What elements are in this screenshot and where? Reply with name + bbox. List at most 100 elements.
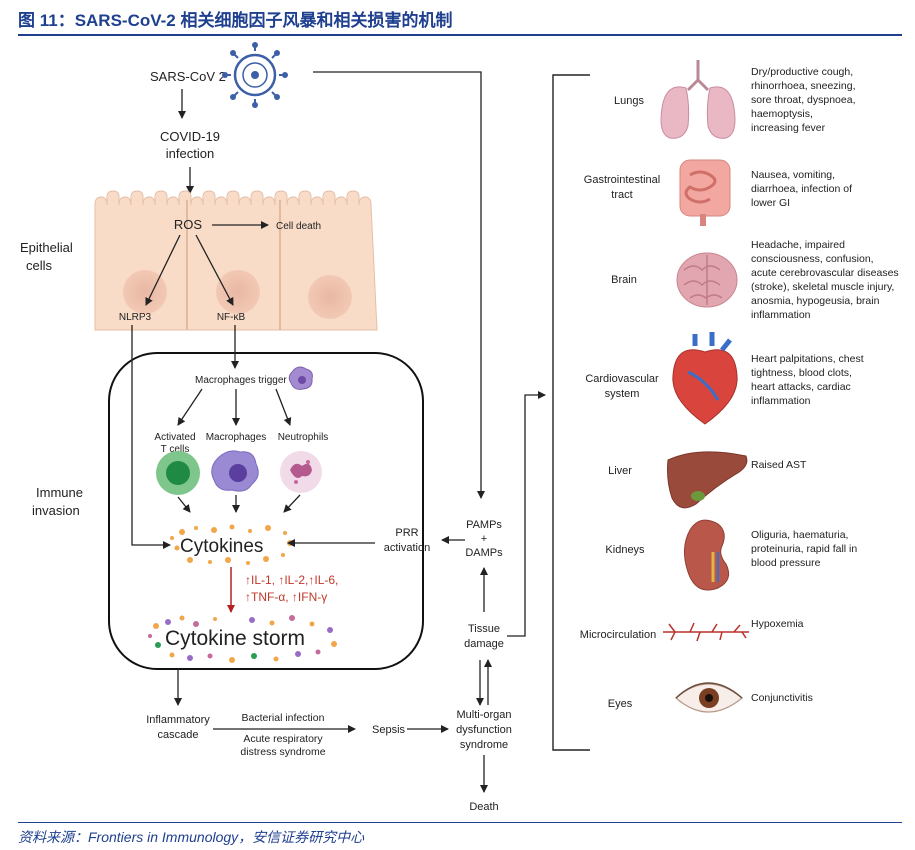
- prr-label-1: PRR: [395, 527, 418, 539]
- svg-text:heart attacks, cardiac: heart attacks, cardiac: [751, 381, 851, 393]
- symptoms-microcirculation: Hypoxemia: [751, 618, 804, 630]
- title-rule: [18, 34, 902, 36]
- immune-label-2: invasion: [32, 503, 80, 518]
- svg-text:haemoptysis,: haemoptysis,: [751, 108, 813, 120]
- svg-text:Oliguria, haematuria,: Oliguria, haematuria,: [751, 529, 848, 541]
- organ-name-brain: Brain: [611, 274, 637, 286]
- macrophage-small-icon: [288, 366, 313, 390]
- mods-label-1: Multi-organ: [456, 709, 511, 721]
- symptoms-lungs: Dry/productive cough, rhinorrhoea, sneez…: [751, 66, 855, 134]
- virus-label: SARS-CoV 2: [150, 69, 226, 84]
- symptoms-kidneys: Oliguria, haematuria, proteinuria, rapid…: [751, 529, 857, 569]
- neutrophil-to-cytokines-arrow: [283, 494, 301, 513]
- svg-text:increasing fever: increasing fever: [751, 122, 826, 134]
- ros-to-nfkb-arrow: [195, 234, 234, 306]
- nlrp3-to-cytokines-arrow: [131, 325, 171, 549]
- figure-title: 图 11：SARS-CoV-2 相关细胞因子风暴和相关损害的机制: [18, 11, 453, 30]
- interleukins-line-1: ↑IL-1, ↑IL-2,↑IL-6,: [245, 573, 338, 587]
- infection-label-1: COVID-19: [160, 129, 220, 144]
- cascade-label-1: Inflammatory: [146, 714, 210, 726]
- neutrophils-label: Neutrophils: [278, 432, 329, 443]
- heart-icon: [672, 332, 738, 425]
- organ-name-lungs: Lungs: [614, 95, 644, 107]
- liver-icon: [667, 451, 748, 509]
- organ-bracket: [552, 74, 590, 751]
- svg-text:proteinuria, rapid fall in: proteinuria, rapid fall in: [751, 543, 857, 555]
- svg-text:(stroke), skeletal muscle inju: (stroke), skeletal muscle injury,: [751, 281, 894, 293]
- svg-text:Dry/productive cough,: Dry/productive cough,: [751, 66, 853, 78]
- pamps-label-3: DAMPs: [465, 547, 503, 559]
- tcell-to-cytokines-arrow: [177, 496, 191, 513]
- tcell-label-2: T cells: [161, 444, 190, 455]
- kidney-icon: [684, 519, 730, 591]
- capillary-icon: [663, 622, 749, 642]
- symptoms-cardio: Heart palpitations, chest tightness, blo…: [751, 353, 864, 407]
- svg-text:Raised AST: Raised AST: [751, 459, 807, 471]
- tcell-icon: [156, 451, 200, 495]
- svg-text:diarrhoea, infection of: diarrhoea, infection of: [751, 183, 852, 195]
- organ-name-microcirculation: Microcirculation: [580, 629, 656, 641]
- organ-name-kidneys: Kidneys: [605, 544, 645, 556]
- infection-label-2: infection: [166, 146, 214, 161]
- organ-name-gi-2: tract: [611, 189, 632, 201]
- ros-to-nlrp3-arrow: [145, 234, 181, 306]
- eye-icon: [675, 682, 743, 713]
- svg-text:inflammation: inflammation: [751, 395, 811, 407]
- mods-label-3: syndrome: [460, 739, 508, 751]
- organ-name-cardio-2: system: [605, 388, 640, 400]
- storm-dots: [148, 615, 337, 663]
- svg-text:Conjunctivitis: Conjunctivitis: [751, 692, 813, 704]
- nfkb-label: NF-κB: [217, 312, 246, 323]
- svg-text:blood pressure: blood pressure: [751, 557, 821, 569]
- tcell-label-1: Activated: [154, 432, 195, 443]
- svg-text:lower GI: lower GI: [751, 197, 790, 209]
- epithelial-label-2: cells: [26, 258, 53, 273]
- ros-label: ROS: [174, 217, 203, 232]
- trigger-to-neutrophil-arrow: [275, 388, 292, 426]
- svg-text:acute cerebrovascular diseases: acute cerebrovascular diseases: [751, 267, 899, 279]
- interleukins-line-2: ↑TNF-α, ↑IFN-γ: [245, 590, 327, 604]
- svg-text:consciousness, confusion,: consciousness, confusion,: [751, 253, 874, 265]
- cytokines-label: Cytokines: [180, 536, 263, 557]
- trigger-to-tcell-arrow: [177, 388, 203, 426]
- immune-box: [108, 352, 424, 670]
- svg-text:Nausea, vomiting,: Nausea, vomiting,: [751, 169, 835, 181]
- svg-text:rhinorrhoea, sneezing,: rhinorrhoea, sneezing,: [751, 80, 855, 92]
- organ-name-eyes: Eyes: [608, 698, 633, 710]
- organ-name-liver: Liver: [608, 465, 632, 477]
- svg-text:anosmia, hypogeusia, brain: anosmia, hypogeusia, brain: [751, 295, 880, 307]
- svg-text:Heart palpitations, chest: Heart palpitations, chest: [751, 353, 864, 365]
- macrophages-label: Macrophages: [206, 432, 267, 443]
- cascade-label-2: cascade: [158, 729, 199, 741]
- lungs-icon: [660, 60, 736, 139]
- epithelial-cells: [94, 190, 378, 331]
- symptoms-gi: Nausea, vomiting, diarrhoea, infection o…: [751, 169, 852, 209]
- epithelial-label-1: Epithelial: [20, 240, 73, 255]
- tissue-label-2: damage: [464, 638, 504, 650]
- svg-text:sore throat, dyspnoea,: sore throat, dyspnoea,: [751, 94, 855, 106]
- intestine-icon: [679, 159, 731, 226]
- prr-label-2: activation: [384, 542, 430, 554]
- ards-label-1: Acute respiratory: [243, 733, 323, 745]
- svg-text:tightness, blood clots,: tightness, blood clots,: [751, 367, 852, 379]
- symptoms-brain: Headache, impaired consciousness, confus…: [751, 239, 899, 321]
- svg-text:inflammation: inflammation: [751, 309, 811, 321]
- cell-death-label: Cell death: [276, 221, 321, 232]
- pamps-label-1: PAMPs: [466, 519, 502, 531]
- symptoms-liver: Raised AST: [751, 459, 807, 471]
- svg-text:Headache, impaired: Headache, impaired: [751, 239, 845, 251]
- nlrp3-label: NLRP3: [119, 312, 152, 323]
- immune-label-1: Immune: [36, 485, 83, 500]
- footer-rule: [18, 822, 902, 823]
- tissue-to-organs-arrow: [507, 391, 546, 637]
- virus-to-pamps-arrow: [313, 71, 485, 499]
- bacterial-label: Bacterial infection: [242, 712, 325, 724]
- virus-icon: [222, 42, 288, 108]
- svg-text:Hypoxemia: Hypoxemia: [751, 618, 804, 630]
- macro-trigger-label: Macrophages trigger: [195, 375, 287, 386]
- sepsis-label: Sepsis: [372, 724, 406, 736]
- macrophage-icon: [211, 450, 259, 492]
- organ-name-gi-1: Gastrointestinal: [584, 174, 660, 186]
- organ-name-cardio-1: Cardiovascular: [585, 373, 659, 385]
